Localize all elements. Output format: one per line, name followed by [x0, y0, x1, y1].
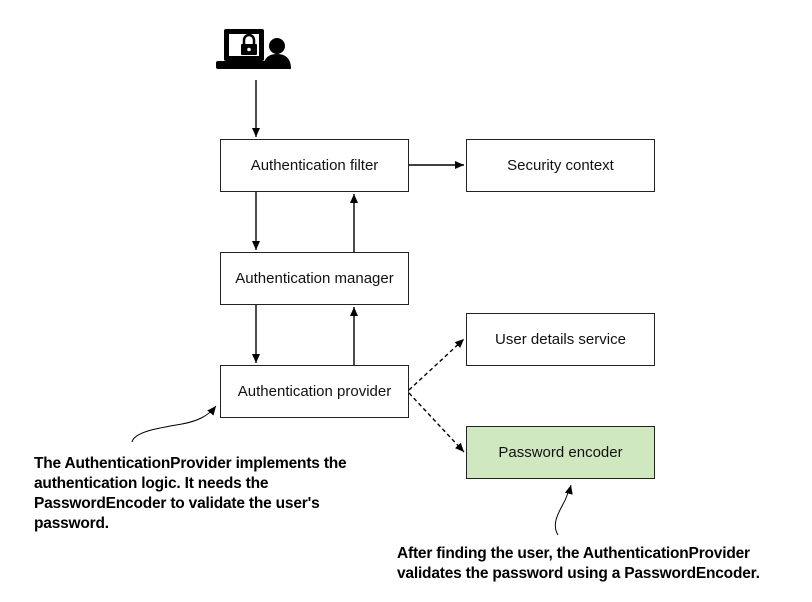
auth-manager-box: Authentication manager: [220, 252, 409, 305]
encoder-annotation: After finding the user, the Authenticati…: [397, 545, 760, 582]
password-encoder-box: Password encoder: [466, 426, 655, 479]
user-details-service-box: User details service: [466, 313, 655, 366]
arrow-provider-to-encoder: [408, 392, 465, 453]
auth-filter-box: Authentication filter: [220, 139, 409, 192]
user-laptop-lock-icon: [216, 29, 291, 69]
security-context-box: Security context: [466, 139, 655, 192]
auth-provider-label: Authentication provider: [237, 383, 392, 400]
security-context-label: Security context: [507, 157, 614, 174]
callout-encoder: [554, 484, 573, 536]
auth-provider-box: Authentication provider: [220, 365, 409, 418]
user-details-service-label: User details service: [495, 331, 626, 348]
password-encoder-label: Password encoder: [498, 444, 623, 461]
auth-manager-label: Authentication manager: [235, 270, 394, 287]
provider-annotation: The AuthenticationProvider implements th…: [34, 455, 347, 532]
callout-provider: [131, 405, 217, 443]
auth-filter-label: Authentication filter: [250, 157, 379, 174]
arrow-provider-to-user-details: [408, 338, 465, 391]
